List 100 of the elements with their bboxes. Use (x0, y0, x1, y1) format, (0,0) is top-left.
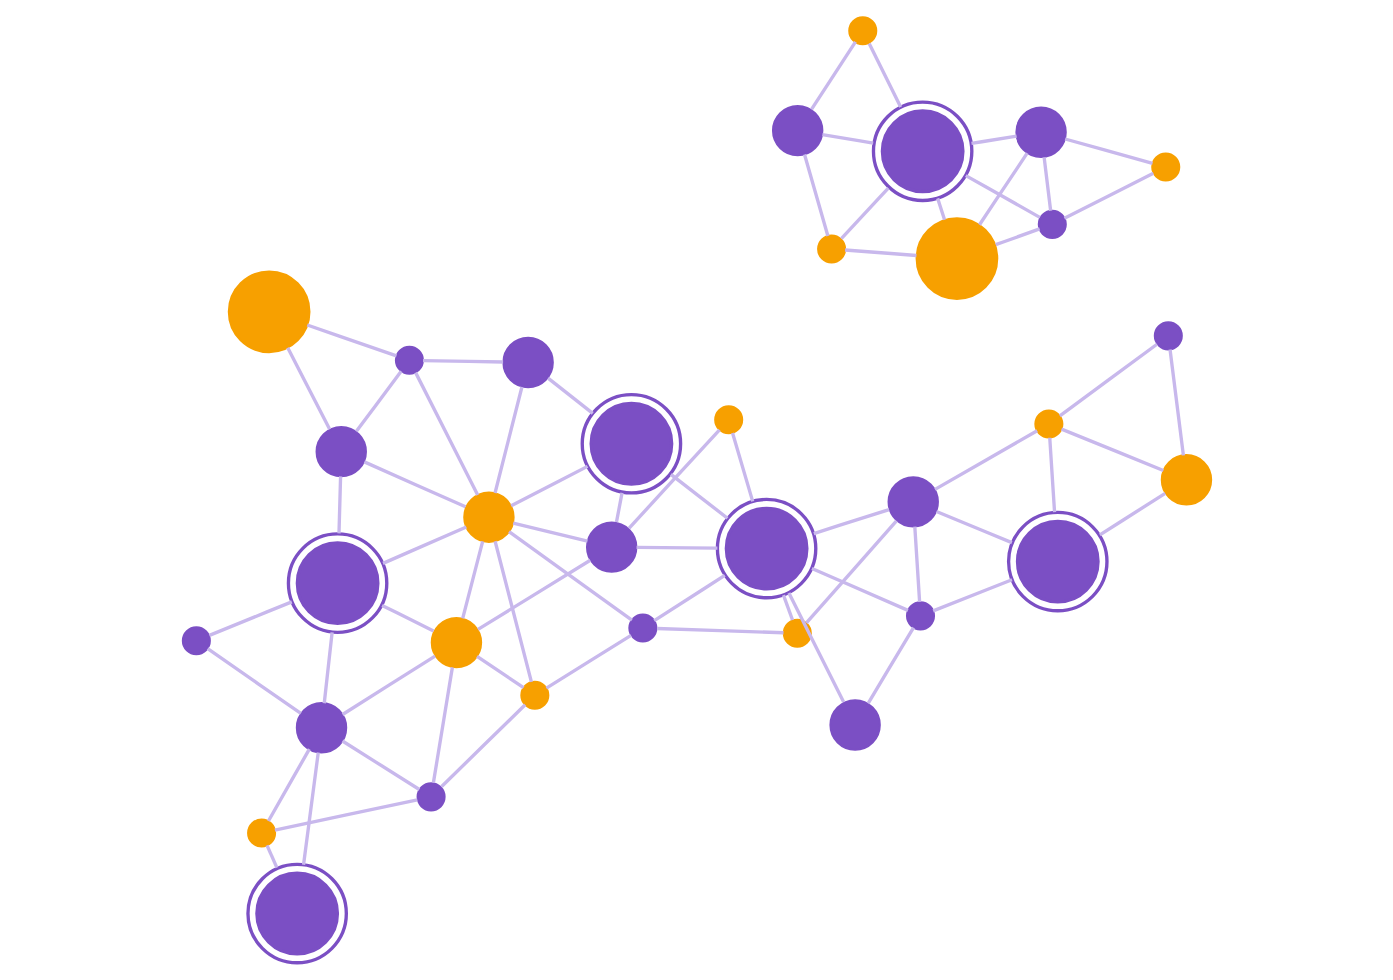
node-circle (585, 521, 637, 573)
connector (208, 600, 292, 637)
node-circle (1006, 510, 1109, 613)
connector (786, 592, 845, 703)
connector (1041, 157, 1052, 211)
connector (322, 632, 334, 704)
connector (545, 633, 632, 690)
connector (363, 460, 466, 509)
node-circle (1150, 152, 1180, 182)
node-circle (1037, 209, 1067, 239)
node-circle (245, 862, 348, 965)
node-circle (430, 616, 482, 669)
node-circle (1153, 321, 1183, 351)
node-circle (315, 425, 367, 478)
node-circle (462, 491, 515, 543)
connector (804, 519, 898, 625)
node-circle (915, 217, 998, 300)
connector (935, 197, 946, 221)
connector (475, 655, 524, 690)
node-circle (816, 234, 846, 264)
node-circle (713, 405, 743, 435)
connector (1167, 349, 1185, 456)
connector (614, 492, 624, 523)
connector (809, 41, 857, 111)
connector (306, 323, 397, 358)
connector (821, 133, 873, 145)
connector (1060, 427, 1164, 472)
connector (507, 530, 633, 622)
connector (844, 248, 917, 258)
connector (964, 174, 1041, 219)
connector (422, 358, 503, 364)
connector (336, 476, 342, 534)
connector (730, 432, 754, 502)
connector (1058, 342, 1158, 418)
connector (932, 578, 1013, 613)
node-circle (1033, 409, 1063, 439)
connector (669, 473, 729, 520)
node-circle (580, 392, 682, 495)
connector (492, 386, 524, 494)
connector (380, 603, 434, 633)
node-circle (828, 699, 881, 751)
connector (354, 370, 402, 433)
connector (627, 428, 721, 530)
node-circle (1014, 106, 1067, 158)
node-circle (295, 702, 347, 754)
connector (866, 626, 915, 705)
connector (546, 376, 594, 415)
node-circle (887, 476, 939, 528)
connector (381, 525, 467, 565)
connector (839, 186, 890, 240)
connector (512, 521, 588, 543)
connector (274, 798, 418, 832)
connector (341, 654, 436, 716)
connector (802, 154, 829, 237)
connector (493, 540, 533, 683)
connector (977, 152, 1029, 226)
connector (341, 739, 420, 791)
connector (810, 566, 909, 612)
connector (413, 371, 479, 496)
node-circle (286, 532, 388, 634)
connector (476, 558, 591, 631)
connector (301, 752, 320, 865)
node-circle (227, 270, 310, 354)
connector (636, 545, 717, 550)
node-circle (416, 782, 446, 812)
connector (460, 540, 484, 619)
node-circle (847, 16, 877, 46)
connector (933, 429, 1038, 491)
connector (812, 507, 890, 536)
node-circle (519, 680, 549, 710)
connector (1063, 171, 1154, 220)
connector (431, 667, 454, 783)
connector (912, 526, 921, 603)
node-circle (246, 818, 276, 848)
connector (867, 42, 902, 108)
connector (1064, 137, 1153, 165)
connector (285, 347, 331, 430)
connector (656, 626, 784, 635)
node-circle (1160, 454, 1212, 506)
node-circle (771, 104, 823, 157)
connector (1098, 491, 1166, 537)
node-circle (394, 345, 424, 375)
connector (206, 647, 302, 715)
connector (509, 464, 588, 508)
connector (652, 574, 726, 623)
connector (439, 703, 526, 788)
connector (970, 134, 1017, 146)
connector (781, 594, 794, 621)
node-circle (871, 100, 973, 203)
connector (265, 844, 278, 869)
connector (266, 748, 311, 822)
connector (1047, 437, 1056, 513)
node-circle (501, 336, 554, 389)
node-circle (905, 601, 935, 631)
connector (994, 227, 1040, 247)
node-circle (181, 626, 211, 656)
node-circle (627, 613, 657, 643)
connector (935, 509, 1012, 545)
node-circle (782, 618, 812, 648)
node-circle (715, 497, 817, 600)
